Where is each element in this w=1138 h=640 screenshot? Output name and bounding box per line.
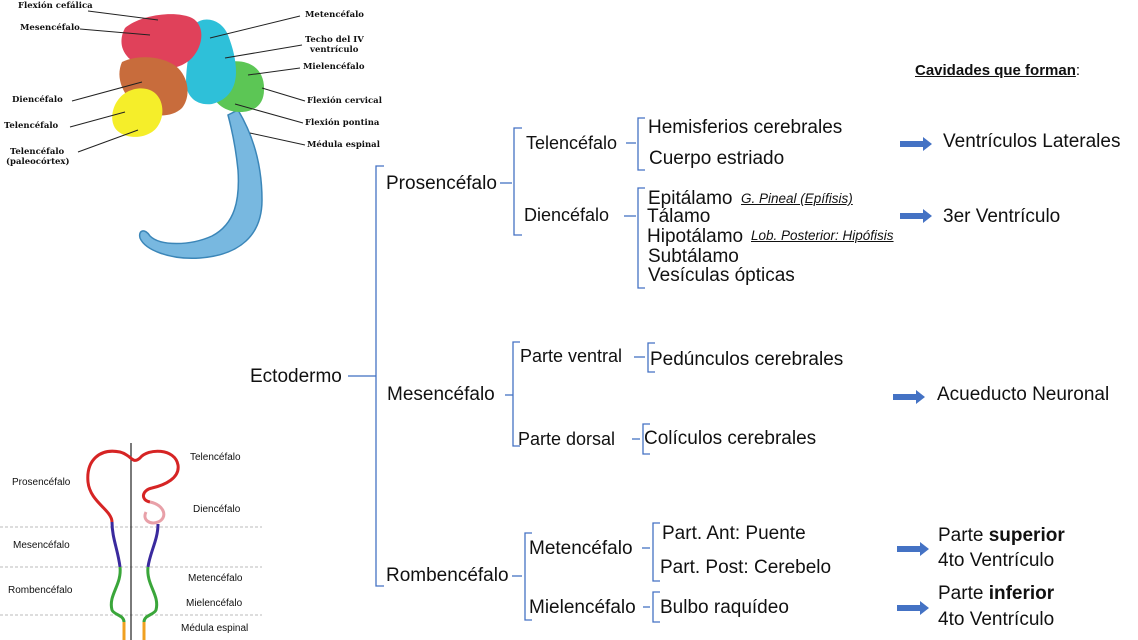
node-telencefalo: Telencéfalo [526, 133, 618, 153]
tree-brackets [348, 117, 660, 623]
arrow-icon [893, 390, 925, 404]
node-metencefalo: Metencéfalo [529, 538, 633, 559]
cavity-tercer: 3er Ventrículo [943, 206, 1061, 227]
tube-label: Rombencéfalo [8, 585, 73, 596]
cavity-inferior-line2: 4to Ventrículo [938, 609, 1055, 630]
embryo-label: Flexión cervical [307, 96, 382, 106]
tube-label: Telencéfalo [190, 452, 241, 463]
leaf-item: Part. Ant: Puente [662, 523, 806, 544]
embryo-label: Telencéfalo [4, 121, 59, 131]
node-parte-ventral: Parte ventral [520, 346, 623, 366]
arrow-icon [897, 601, 929, 615]
node-rombencefalo: Rombencéfalo [386, 565, 509, 586]
leaf-item: Epitálamo [648, 188, 733, 209]
embryo-label: Flexión cefálica [18, 1, 93, 11]
tube-label: Metencéfalo [188, 573, 243, 584]
embryo-label: (paleocórtex) [6, 157, 70, 167]
root-node: Ectodermo [250, 366, 342, 387]
node-parte-dorsal: Parte dorsal [518, 429, 616, 449]
arrows [893, 137, 932, 615]
arrow-icon [897, 542, 929, 556]
leaf-item: Pedúnculos cerebrales [650, 349, 844, 370]
node-mesencefalo: Mesencéfalo [387, 384, 495, 405]
cavity-superior-line2: 4to Ventrículo [938, 550, 1055, 571]
arrow-icon [900, 137, 932, 151]
tube-label: Diencéfalo [193, 504, 241, 515]
node-mielencefalo: Mielencéfalo [529, 597, 636, 618]
leaf-item: Vesículas ópticas [648, 265, 795, 286]
leaf-item: Colículos cerebrales [644, 428, 817, 449]
cavity-acueducto: Acueducto Neuronal [937, 384, 1110, 405]
mesencephalon-shape [121, 14, 202, 70]
leaf-item: Part. Post: Cerebelo [660, 557, 832, 578]
leaf-item: Hipotálamo [647, 226, 744, 247]
node-diencefalo: Diencéfalo [524, 205, 610, 225]
arrow-icon [900, 209, 932, 223]
tube-label: Prosencéfalo [12, 477, 71, 488]
embryo-label: Metencéfalo [305, 10, 364, 20]
note-epitalamo: G. Pineal (Epífisis) [741, 191, 853, 206]
telencephalon-shape [112, 88, 163, 137]
tube-label: Mielencéfalo [186, 598, 243, 609]
cavity-laterales: Ventrículos Laterales [943, 131, 1121, 152]
embryo-label: ventrículo [310, 45, 359, 55]
leaf-item: Bulbo raquídeo [660, 597, 789, 618]
leaf-item: Hemisferios cerebrales [648, 117, 843, 138]
leaf-item: Cuerpo estriado [649, 148, 785, 169]
cavity-superior: Parte superior [938, 525, 1065, 546]
leaf-item: Subtálamo [648, 246, 739, 267]
embryo-label: Telencéfalo [10, 147, 65, 157]
cavity-inferior: Parte inferior [938, 583, 1055, 604]
note-hipotalamo: Lob. Posterior: Hipófisis [751, 228, 894, 243]
embryo-label: Diencéfalo [12, 95, 63, 105]
spinal-cord-shape [138, 109, 263, 259]
cavidades-heading: Cavidades que forman: [915, 62, 1081, 79]
neural-tube-diagram [0, 443, 262, 640]
embryo-label: Médula espinal [307, 140, 380, 150]
tube-label: Médula espinal [181, 623, 249, 634]
tube-label: Mesencéfalo [13, 540, 70, 551]
node-prosencefalo: Prosencéfalo [386, 173, 497, 194]
embryo-label: Mielencéfalo [303, 62, 365, 72]
leaf-item: Tálamo [647, 206, 711, 227]
embryo-label: Flexión pontina [305, 118, 380, 128]
embryo-label: Mesencéfalo [20, 23, 80, 33]
embryo-label: Techo del IV [305, 35, 364, 45]
